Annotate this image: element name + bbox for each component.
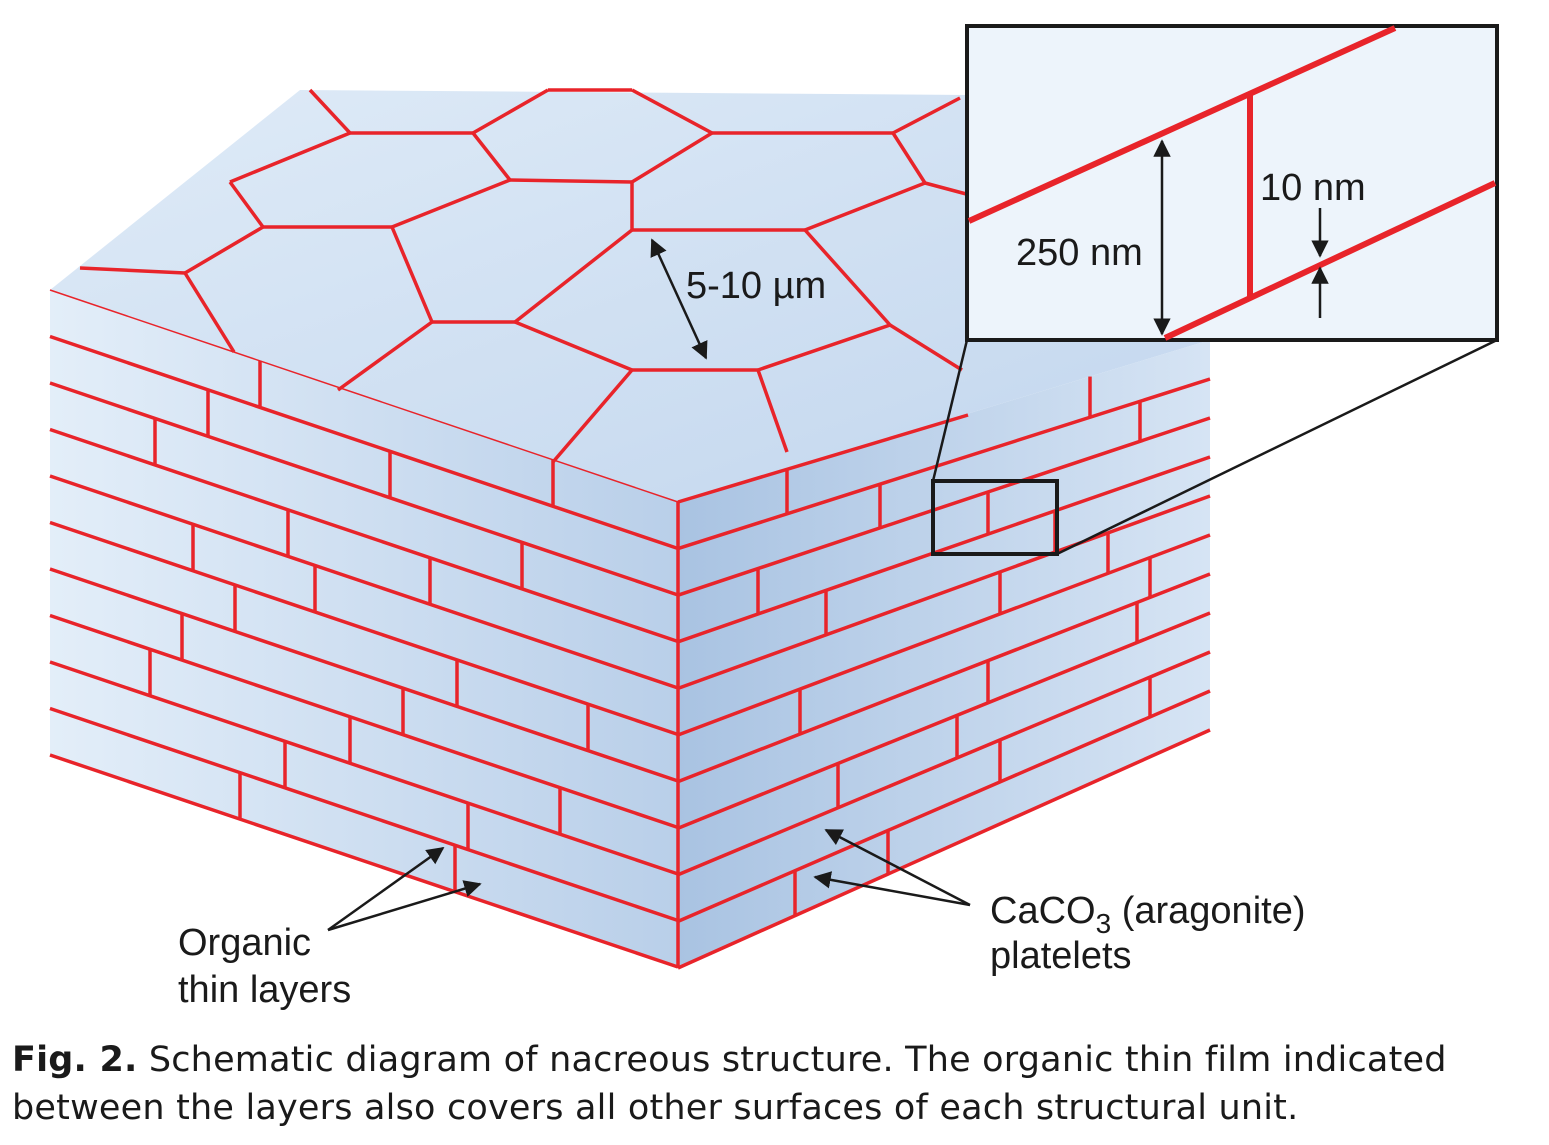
organic-layer-line [677, 689, 1211, 924]
zoom-highlight-box [931, 479, 1059, 556]
nacre-diagram: 5-10 µm 250 nm 10 nm Organic thin layers… [49, 24, 1499, 1011]
figure-caption: Fig. 2. Schematic diagram of nacreous st… [12, 1036, 1542, 1132]
caco3-label-line2: platelets [990, 935, 1132, 977]
organic-layer-line [677, 494, 1211, 691]
organic-layer-line [49, 567, 679, 783]
caco3-arrow-1 [824, 828, 971, 907]
caption-text: Schematic diagram of nacreous structure.… [12, 1040, 1447, 1128]
organic-layer-line [677, 611, 1211, 830]
organic-layer-line [49, 474, 679, 690]
hexagon-size-arrow [650, 238, 708, 360]
organic-layer-line [677, 572, 1211, 784]
organic-layer-line [49, 706, 679, 923]
organic-label-line1: Organic [178, 922, 311, 964]
organic-layer-line [677, 377, 1211, 551]
top-front-edge [49, 289, 679, 503]
organic-layer-line [677, 728, 1211, 970]
organic-layer-line [49, 334, 679, 551]
thickness-label: 250 nm [1016, 232, 1143, 274]
zoom-connector-left [931, 339, 969, 482]
organic-layer-line [49, 753, 679, 969]
caco3-label-line1: CaCO3 (aragonite) [990, 890, 1305, 939]
organic-arrow-2 [327, 880, 482, 932]
top-right-edge [677, 413, 969, 504]
organic-layer-line [49, 613, 679, 830]
organic-layer-line [677, 455, 1211, 644]
hexagon-boundaries [79, 88, 971, 464]
organic-layer-line [49, 381, 679, 597]
organic-layer-line [677, 533, 1211, 737]
right-face-joints [756, 376, 1152, 916]
right-face-layers [677, 377, 1211, 970]
inset-magnification: 250 nm 10 nm [965, 24, 1499, 342]
layer-thickness-label: 10 nm [1260, 167, 1366, 209]
organic-arrow-1 [327, 846, 445, 932]
organic-layer-line [677, 650, 1211, 877]
left-face-layers [49, 334, 679, 969]
hexagon-size-label: 5-10 µm [686, 265, 826, 307]
organic-layer-line [49, 660, 679, 876]
caco3-arrow-2 [813, 871, 971, 907]
zoom-connector-right [1056, 338, 1498, 556]
right-face [678, 340, 1210, 968]
organic-layer-line [49, 520, 679, 737]
organic-label-line2: thin layers [178, 969, 351, 1011]
top-face [50, 90, 1210, 502]
caption-label: Fig. 2. [12, 1040, 138, 1080]
organic-layer-line [677, 416, 1211, 597]
left-face-joints [148, 360, 590, 892]
